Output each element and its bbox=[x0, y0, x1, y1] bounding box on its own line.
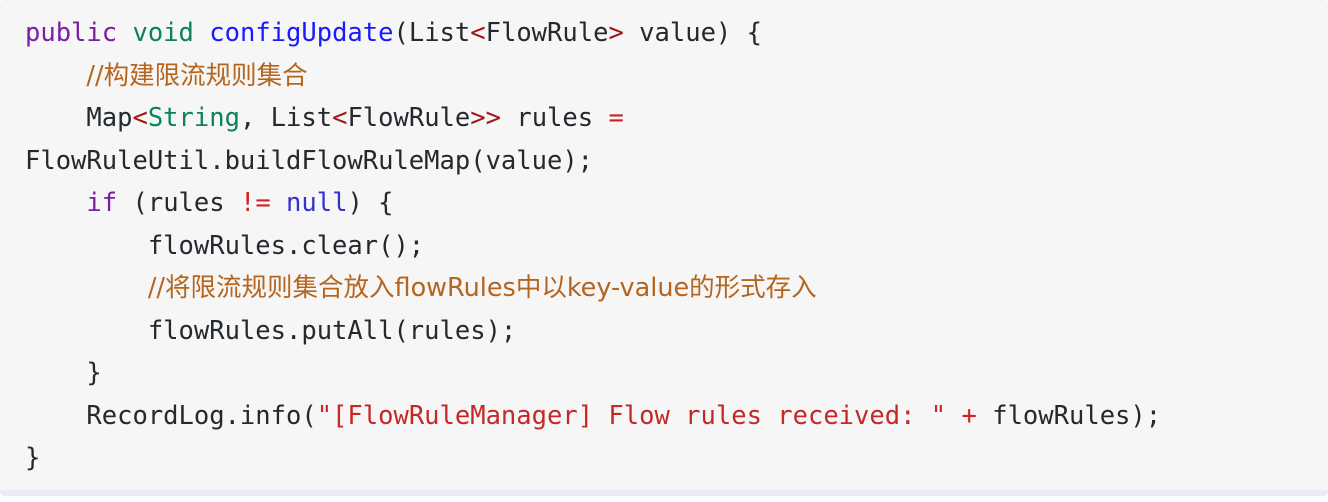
code-token-plain bbox=[25, 61, 86, 91]
code-token-plain: FlowRuleUtil.buildFlowRuleMap(value); bbox=[25, 145, 594, 176]
code-token-plain: value) { bbox=[623, 18, 762, 48]
code-token-plain: FlowRule bbox=[485, 18, 609, 48]
code-token-angle: < bbox=[470, 18, 486, 48]
code-line: if (rules != null) { bbox=[0, 182, 1328, 225]
code-token-plain: flowRules); bbox=[976, 400, 1162, 431]
code-line: FlowRuleUtil.buildFlowRuleMap(value); bbox=[0, 140, 1328, 183]
code-token-plain: flowRules.putAll(rules); bbox=[25, 315, 517, 346]
code-token-keyword: if bbox=[86, 188, 118, 218]
code-line: //将限流规则集合放入flowRules中以key-value的形式存入 bbox=[0, 267, 1328, 310]
code-token-plain bbox=[117, 18, 132, 48]
code-token-operator: = bbox=[608, 103, 624, 133]
code-token-angle: < bbox=[332, 103, 348, 133]
code-block-bottom-strip bbox=[0, 490, 1328, 496]
code-token-constant: null bbox=[286, 188, 348, 218]
code-token-comment: //将限流规则集合放入flowRules中以key-value的形式存入 bbox=[147, 273, 817, 303]
code-line: RecordLog.info("[FlowRuleManager] Flow r… bbox=[0, 395, 1328, 438]
code-token-plain: (List bbox=[393, 18, 471, 48]
code-token-plain bbox=[25, 188, 86, 218]
code-token-plain: flowRules.clear(); bbox=[25, 230, 425, 261]
code-token-angle: >> bbox=[470, 103, 501, 133]
code-token-plain bbox=[271, 188, 286, 218]
code-line: flowRules.putAll(rules); bbox=[0, 310, 1328, 353]
code-line: } bbox=[0, 437, 1328, 480]
code-token-angle: < bbox=[132, 103, 148, 133]
code-line: } bbox=[0, 352, 1328, 395]
code-token-type: String bbox=[147, 103, 240, 133]
code-lines-container: public void configUpdate(List<FlowRule> … bbox=[0, 12, 1328, 480]
code-token-type: void bbox=[132, 18, 194, 48]
code-token-plain: (rules bbox=[117, 188, 240, 218]
code-token-plain bbox=[25, 273, 148, 303]
code-token-plain bbox=[946, 401, 961, 431]
code-line: flowRules.clear(); bbox=[0, 225, 1328, 268]
code-token-function: configUpdate bbox=[209, 18, 394, 48]
code-line: public void configUpdate(List<FlowRule> … bbox=[0, 12, 1328, 55]
code-token-operator: != bbox=[239, 188, 271, 218]
code-token-angle: > bbox=[608, 18, 624, 48]
code-token-plain bbox=[194, 18, 209, 48]
code-line: Map<String, List<FlowRule>> rules = bbox=[0, 97, 1328, 140]
code-token-string: "[FlowRuleManager] Flow rules received: … bbox=[316, 400, 947, 431]
code-token-plain: Map bbox=[25, 103, 133, 133]
code-token-plain: RecordLog.info( bbox=[25, 400, 317, 431]
code-token-keyword: public bbox=[25, 18, 118, 48]
code-token-plain: } bbox=[25, 358, 102, 388]
code-token-plain: ) { bbox=[347, 188, 394, 218]
code-line: //构建限流规则集合 bbox=[0, 55, 1328, 98]
code-token-plain: } bbox=[25, 443, 41, 473]
code-token-operator: + bbox=[961, 400, 977, 431]
code-token-comment: //构建限流规则集合 bbox=[86, 60, 308, 91]
code-token-plain: , List bbox=[239, 103, 333, 133]
code-token-plain: FlowRule bbox=[347, 103, 471, 133]
code-token-plain: rules bbox=[500, 103, 609, 133]
